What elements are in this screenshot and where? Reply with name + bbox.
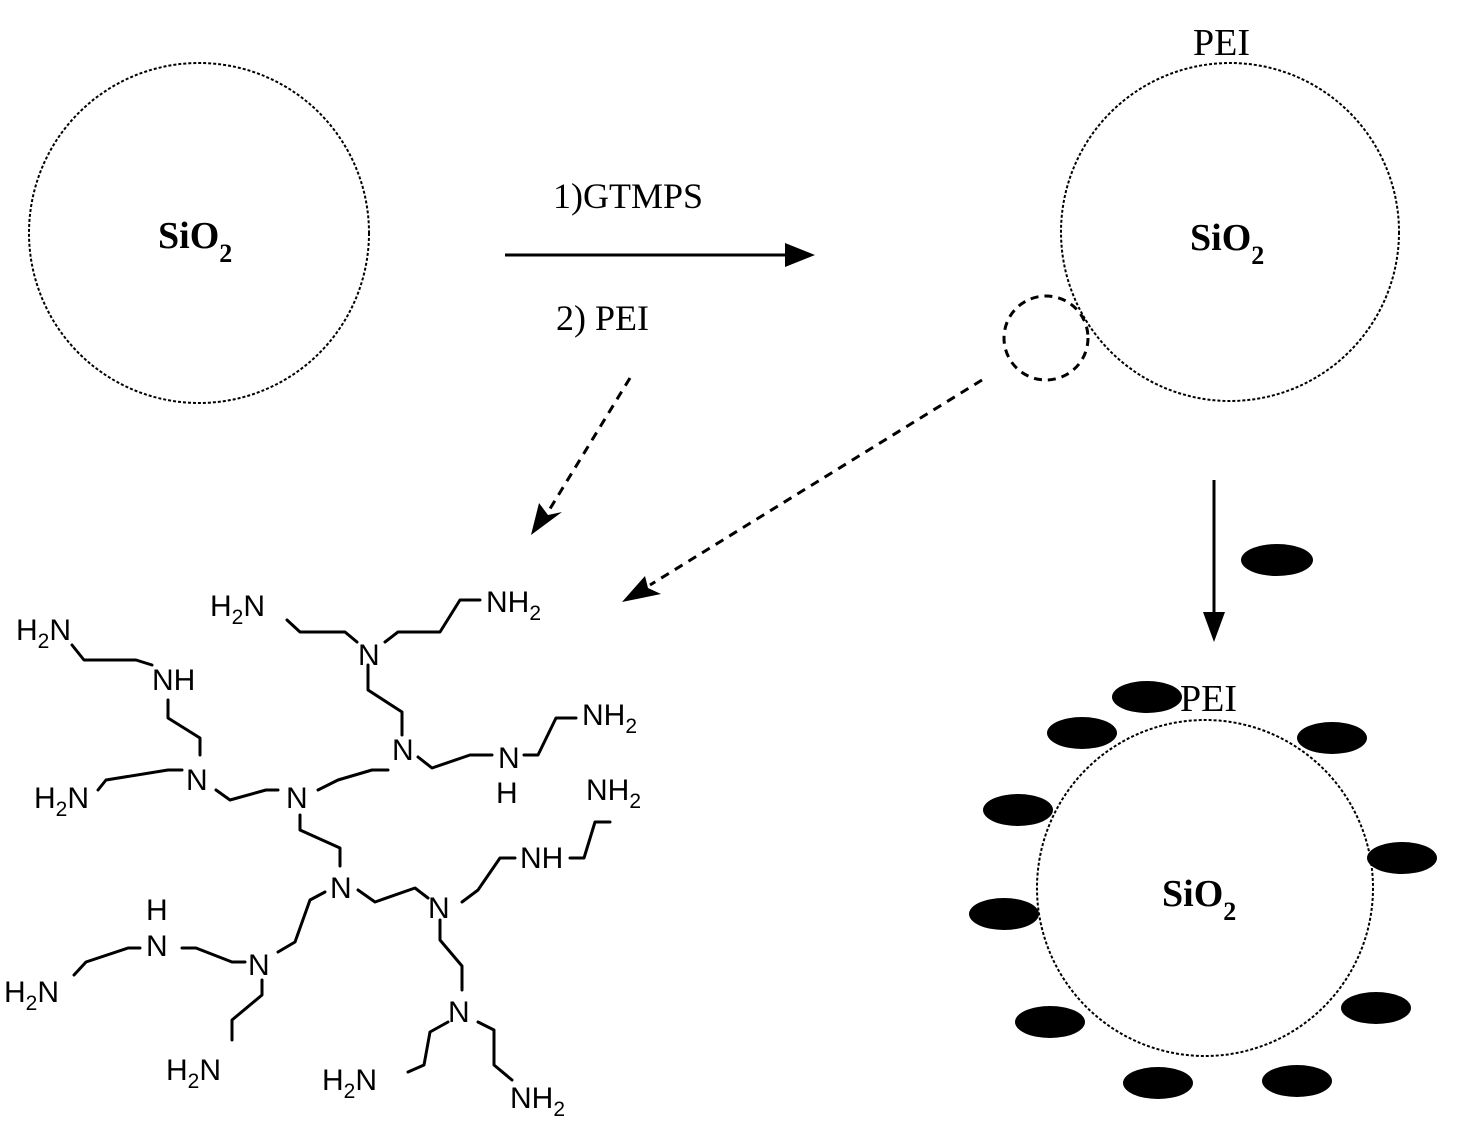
nitrogen-label: N bbox=[358, 639, 380, 672]
pei-label-top: PEI bbox=[1193, 22, 1250, 64]
pei-structure: H2N N NH2 H2N NH N NH2 N H H2N N N NH2 N… bbox=[4, 586, 641, 1121]
nanoparticle bbox=[1297, 722, 1367, 754]
amine-label: H2N bbox=[4, 976, 59, 1015]
hydrogen-label: H bbox=[496, 777, 518, 810]
bare-silica-sphere: SiO2 bbox=[28, 62, 370, 404]
amine-label: H2N bbox=[322, 1064, 377, 1103]
amine-label: NH2 bbox=[510, 1082, 565, 1121]
amine-label: NH2 bbox=[582, 699, 637, 738]
secondary-amine-label: NH bbox=[520, 842, 563, 875]
pei-label-bottom: PEI bbox=[1180, 678, 1237, 720]
nitrogen-label: N bbox=[498, 742, 520, 775]
nitrogen-label: N bbox=[146, 930, 168, 963]
sphere-label: SiO2 bbox=[1190, 217, 1264, 270]
nanoparticle bbox=[1262, 1065, 1332, 1097]
dashed-arrows bbox=[531, 377, 983, 602]
nitrogen-label: N bbox=[286, 782, 308, 815]
nitrogen-label: N bbox=[428, 892, 450, 925]
amine-label: H2N bbox=[34, 782, 89, 821]
nanoparticle bbox=[1341, 992, 1411, 1024]
secondary-amine-label: NH bbox=[152, 664, 195, 697]
amine-label: NH2 bbox=[486, 586, 541, 625]
amine-label: H2N bbox=[210, 590, 265, 629]
nanoparticle bbox=[1367, 842, 1437, 874]
nitrogen-label: N bbox=[448, 996, 470, 1029]
zoom-circle bbox=[1002, 294, 1090, 382]
pei-bonds bbox=[70, 598, 612, 1082]
nitrogen-label: N bbox=[392, 734, 414, 767]
hydrogen-label: H bbox=[146, 894, 168, 927]
nanoparticle bbox=[1112, 681, 1182, 713]
pei-atoms: H2N N NH2 H2N NH N NH2 N H H2N N N NH2 N… bbox=[4, 586, 641, 1121]
sphere-label: SiO2 bbox=[158, 215, 232, 268]
loaded-sphere: PEI SiO2 bbox=[969, 678, 1437, 1099]
amine-label: H2N bbox=[166, 1054, 221, 1093]
nitrogen-label: N bbox=[248, 949, 270, 982]
amine-label: H2N bbox=[16, 614, 71, 653]
step1-label: 1)GTMPS bbox=[553, 176, 703, 216]
nitrogen-label: N bbox=[330, 872, 352, 905]
amine-label: NH2 bbox=[586, 774, 641, 813]
reaction-arrow: 1)GTMPS 2) PEI bbox=[505, 176, 815, 338]
nanoparticle bbox=[1015, 1006, 1085, 1038]
sphere-label: SiO2 bbox=[1162, 873, 1236, 926]
nanoparticle bbox=[969, 898, 1039, 930]
nanoparticle bbox=[1047, 717, 1117, 749]
nanoparticle bbox=[1123, 1067, 1193, 1099]
nanoparticle bbox=[983, 794, 1053, 826]
pei-coated-sphere: PEI SiO2 bbox=[1002, 22, 1400, 402]
down-arrow bbox=[1203, 480, 1313, 642]
step2-label: 2) PEI bbox=[556, 298, 649, 338]
nanoparticle bbox=[1241, 544, 1313, 576]
nitrogen-label: N bbox=[186, 764, 208, 797]
